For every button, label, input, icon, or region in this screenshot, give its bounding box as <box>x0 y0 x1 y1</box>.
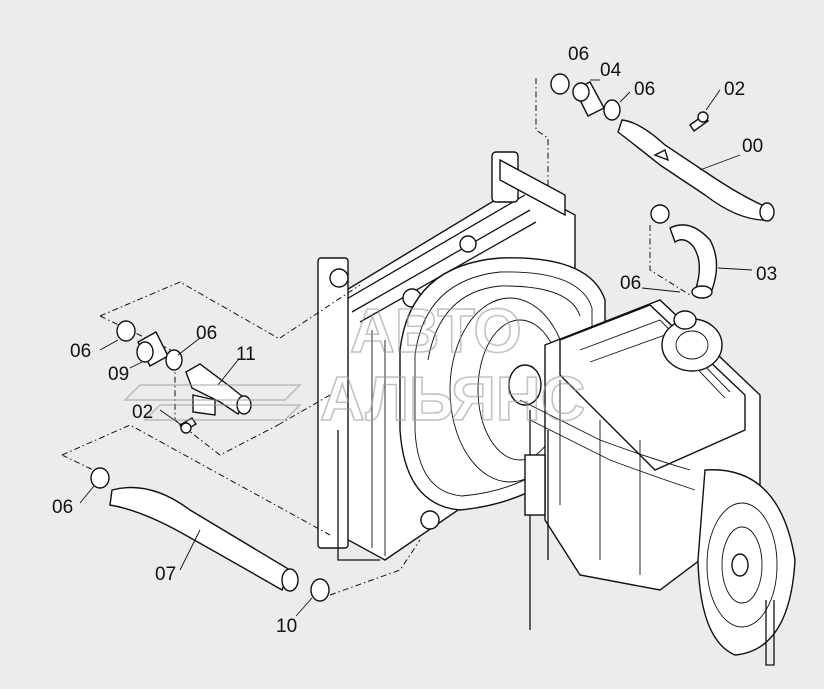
watermark-line2: АЛЬЯНС <box>320 365 585 434</box>
label-04: 04 <box>600 60 622 81</box>
clamp-06-left-inner <box>165 349 183 371</box>
lower-hose-group <box>61 424 421 602</box>
label-11: 11 <box>236 344 256 365</box>
clamp-06-middle <box>650 204 670 224</box>
hose-03 <box>669 224 718 291</box>
label-03: 03 <box>756 264 777 285</box>
label-06-top-right: 06 <box>634 79 655 100</box>
clamp-10 <box>310 578 330 602</box>
label-06-top-left: 06 <box>568 44 589 65</box>
label-02-left: 02 <box>132 402 153 423</box>
label-07: 07 <box>155 564 176 585</box>
part-labels: 06 04 06 02 00 03 06 06 06 09 11 02 06 0… <box>52 44 777 637</box>
clamp-06-top-left <box>550 73 570 95</box>
clamp-06-left-outer <box>116 320 136 342</box>
watermark: АВТО АЛЬЯНС <box>123 296 586 435</box>
label-06-middle: 06 <box>620 273 641 294</box>
label-06-left-outer: 06 <box>70 341 91 362</box>
engine-block <box>519 299 796 666</box>
label-02-top: 02 <box>724 79 745 100</box>
label-00: 00 <box>742 136 763 157</box>
label-10: 10 <box>276 616 297 637</box>
left-hose-group <box>99 281 361 456</box>
label-06-left-inner: 06 <box>196 323 217 344</box>
clamp-06-top-right <box>603 99 621 121</box>
watermark-line1: АВТО <box>350 297 522 366</box>
hose-03-group <box>649 204 718 299</box>
upper-hose-group <box>535 73 775 222</box>
label-09: 09 <box>108 364 129 385</box>
leader-lines <box>79 79 753 617</box>
clamp-06-bottom-left <box>90 467 110 489</box>
hose-07 <box>109 486 291 592</box>
label-06-bottom-left: 06 <box>52 497 73 518</box>
